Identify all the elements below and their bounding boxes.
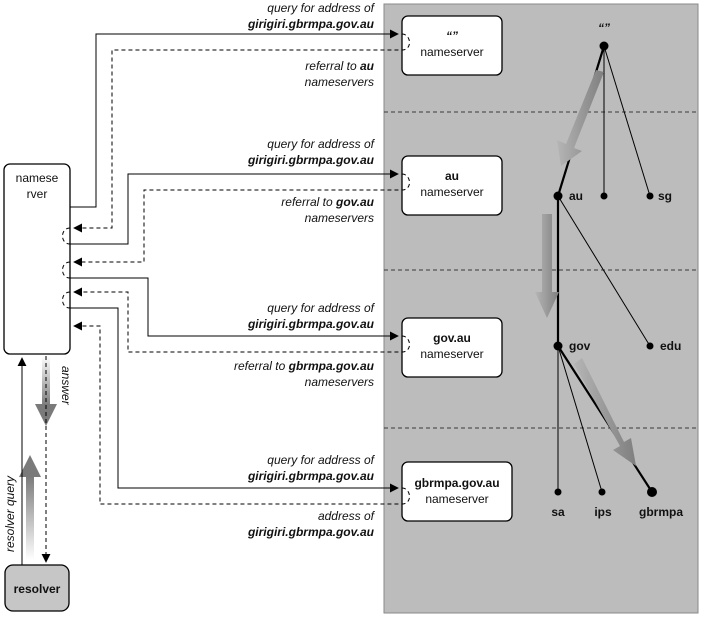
query-label-2: query for address of: [267, 137, 375, 151]
referral-label-2b: nameservers: [305, 211, 374, 225]
referral-label-2: referral to gov.au: [281, 195, 374, 209]
tree-node-edu: [646, 342, 654, 350]
tree-node-gov: [553, 341, 563, 351]
gbrmpa-nameserver-box: gbrmpa.gov.au nameserver: [401, 461, 513, 522]
query-label-1: query for address of: [267, 1, 375, 15]
gov-au-nameserver-box: gov.au nameserver: [401, 317, 503, 378]
traversal-arrows: [535, 70, 636, 466]
svg-text:nameserver: nameserver: [420, 45, 483, 59]
tree-node-gbrmpa: [647, 487, 657, 497]
tree-node-au: [553, 191, 563, 201]
tree-label-ips: ips: [594, 505, 612, 519]
query-target-1: girigiri.gbrmpa.gov.au: [247, 17, 375, 31]
svg-text:gbrmpa.gov.au: gbrmpa.gov.au: [414, 476, 499, 490]
au-nameserver-box: au nameserver: [401, 155, 503, 216]
tree-label-gbrmpa: gbrmpa: [639, 505, 683, 519]
domain-tree-nodes: [553, 41, 657, 497]
svg-text:namese: namese: [16, 171, 59, 185]
answer-target-4: girigiri.gbrmpa.gov.au: [247, 525, 375, 539]
tree-label-au: au: [569, 189, 583, 203]
svg-text:gov.au: gov.au: [433, 331, 471, 345]
resolver-query-label: resolver query: [3, 475, 17, 552]
svg-text:au: au: [445, 169, 459, 183]
tree-label-root: “”: [598, 21, 610, 35]
query-target-3: girigiri.gbrmpa.gov.au: [247, 317, 375, 331]
query-label-3: query for address of: [267, 301, 375, 315]
answer-label: answer: [59, 366, 73, 406]
query-target-4: girigiri.gbrmpa.gov.au: [247, 469, 375, 483]
referral-label-1b: nameservers: [305, 75, 374, 89]
tree-label-sa: sa: [551, 505, 565, 519]
tree-node-sa: [554, 488, 562, 496]
svg-text:nameserver: nameserver: [420, 347, 483, 361]
svg-text:nameserver: nameserver: [420, 185, 483, 199]
referral-label-3b: nameservers: [305, 375, 374, 389]
tree-node-mid: [600, 192, 608, 200]
resolver-box: resolver: [4, 564, 70, 612]
svg-text:nameserver: nameserver: [425, 492, 488, 506]
root-nameserver-box: “” nameserver: [401, 15, 503, 76]
answer-arrow: [35, 356, 57, 563]
tree-node-sg: [646, 192, 654, 200]
message-paths: [62, 29, 410, 505]
svg-text:“”: “”: [446, 29, 458, 43]
svg-text:resolver: resolver: [14, 582, 61, 596]
tree-node-root: [599, 41, 609, 51]
svg-text:rver: rver: [27, 187, 48, 201]
tree-node-ips: [598, 488, 606, 496]
local-nameserver-box: namese rver: [3, 163, 71, 355]
referral-label-1: referral to au: [305, 59, 374, 73]
answer-label-4: address of: [318, 509, 376, 523]
tree-label-gov: gov: [569, 339, 591, 353]
query-target-2: girigiri.gbrmpa.gov.au: [247, 153, 375, 167]
tree-label-edu: edu: [660, 339, 681, 353]
tree-label-sg: sg: [658, 189, 672, 203]
query-label-4: query for address of: [267, 453, 375, 467]
referral-label-3: referral to gbrmpa.gov.au: [234, 359, 375, 373]
resolver-query-arrow: [17, 357, 41, 565]
